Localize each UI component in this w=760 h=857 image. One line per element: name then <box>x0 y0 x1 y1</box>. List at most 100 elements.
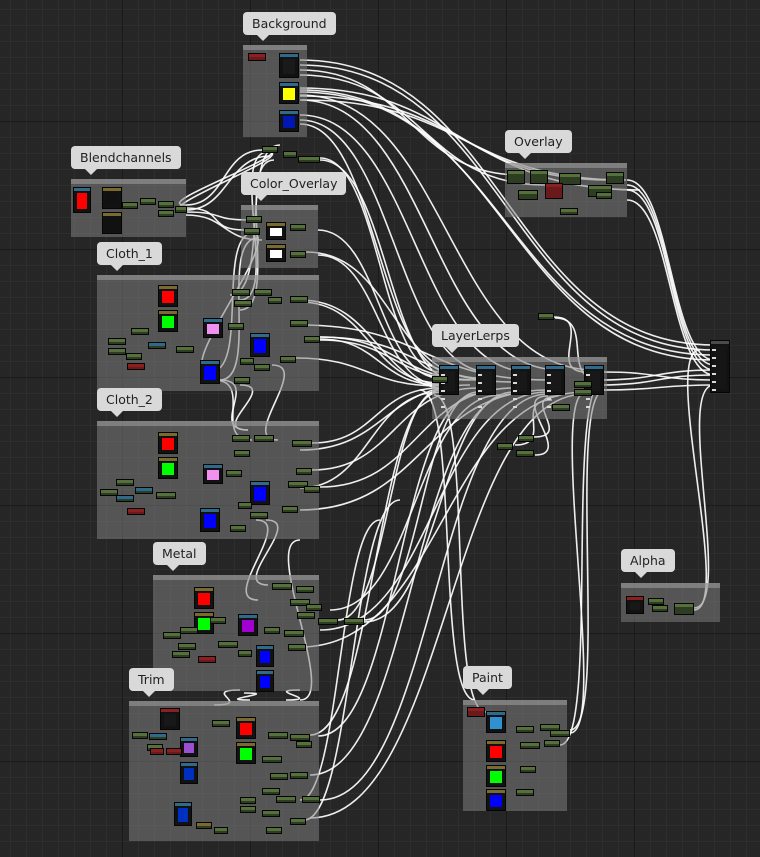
parameter-node[interactable] <box>248 53 266 61</box>
parameter-node[interactable] <box>626 596 644 614</box>
comment-label-metal[interactable]: Metal <box>153 542 206 571</box>
wire-connection[interactable] <box>185 207 246 231</box>
pin-icon[interactable] <box>712 373 716 375</box>
math-node[interactable] <box>290 734 310 741</box>
pin-icon[interactable] <box>478 390 482 392</box>
constant-color-node[interactable] <box>236 717 256 739</box>
math-node[interactable] <box>172 651 190 658</box>
math-node[interactable] <box>290 599 310 606</box>
math-node[interactable] <box>574 389 592 396</box>
math-node[interactable] <box>254 435 274 442</box>
constant-color-node[interactable] <box>158 432 178 454</box>
wire-connection[interactable] <box>603 384 715 391</box>
math-node[interactable] <box>135 487 153 494</box>
wire-connection[interactable] <box>311 387 441 444</box>
math-node[interactable] <box>214 827 228 834</box>
constant-color-node[interactable] <box>158 310 178 332</box>
math-node[interactable] <box>302 796 320 803</box>
math-node[interactable] <box>218 641 238 648</box>
math-node[interactable] <box>297 612 315 619</box>
constant-color-node[interactable] <box>256 670 274 692</box>
math-node[interactable] <box>268 297 282 304</box>
comment-label-color-overlay[interactable]: Color_Overlay <box>241 172 347 201</box>
math-node[interactable] <box>290 772 308 779</box>
comment-label-overlay[interactable]: Overlay <box>505 130 572 159</box>
math-node[interactable] <box>250 512 268 519</box>
math-node[interactable] <box>520 766 536 773</box>
constant-color-node[interactable] <box>194 587 214 609</box>
math-node[interactable] <box>127 363 145 370</box>
comment-label-trim[interactable]: Trim <box>129 668 174 697</box>
math-node[interactable] <box>284 630 304 637</box>
math-node[interactable] <box>140 198 156 205</box>
math-node[interactable] <box>290 251 306 258</box>
math-node[interactable] <box>264 627 280 634</box>
texture-sample-node[interactable] <box>256 645 274 667</box>
math-node[interactable] <box>290 224 306 231</box>
math-node[interactable] <box>262 146 278 153</box>
comment-label-cloth-2[interactable]: Cloth_2 <box>97 388 162 417</box>
math-node[interactable] <box>212 720 230 727</box>
math-node[interactable] <box>238 650 252 657</box>
pin-icon[interactable] <box>586 374 590 376</box>
pin-icon[interactable] <box>513 398 517 400</box>
math-node[interactable] <box>652 605 668 612</box>
constant-color-node[interactable] <box>486 740 506 762</box>
texture-sample-node[interactable] <box>102 187 122 209</box>
math-node[interactable] <box>149 733 167 740</box>
pin-icon[interactable] <box>441 390 445 392</box>
math-node[interactable] <box>116 495 134 502</box>
wire-connection[interactable] <box>185 211 251 221</box>
math-node[interactable] <box>552 404 570 411</box>
pin-icon[interactable] <box>441 406 445 408</box>
math-node[interactable] <box>262 810 280 817</box>
pin-icon[interactable] <box>478 406 482 408</box>
math-node[interactable] <box>344 618 364 625</box>
wire-connection[interactable] <box>299 89 715 361</box>
pin-icon[interactable] <box>712 357 716 359</box>
constant-color-node[interactable] <box>158 457 178 479</box>
math-node[interactable] <box>507 170 525 184</box>
texture-sample-node[interactable] <box>250 333 270 357</box>
math-node[interactable] <box>108 338 126 345</box>
texture-sample-node[interactable] <box>486 711 506 733</box>
math-node[interactable] <box>232 289 250 296</box>
math-node[interactable] <box>298 156 320 163</box>
pin-icon[interactable] <box>478 398 482 400</box>
math-node[interactable] <box>516 789 534 796</box>
wire-connection[interactable] <box>236 692 258 701</box>
math-node[interactable] <box>296 586 314 593</box>
constant-color-node[interactable] <box>279 82 299 104</box>
math-node[interactable] <box>518 190 538 200</box>
comment-label-alpha[interactable]: Alpha <box>621 549 675 578</box>
constant-color-node[interactable] <box>200 360 220 384</box>
math-node[interactable] <box>306 604 322 611</box>
math-node[interactable] <box>560 208 578 215</box>
texture-sample-node[interactable] <box>160 708 180 730</box>
pin-icon[interactable] <box>513 390 517 392</box>
math-node[interactable] <box>304 336 320 343</box>
wire-connection[interactable] <box>626 199 715 376</box>
constant-color-node[interactable] <box>266 222 286 240</box>
math-node[interactable] <box>497 443 513 450</box>
comment-label-blendchannels[interactable]: Blendchannels <box>71 146 181 175</box>
math-node[interactable] <box>516 726 534 733</box>
pin-icon[interactable] <box>513 382 517 384</box>
comment-label-paint[interactable]: Paint <box>463 666 512 695</box>
math-node[interactable] <box>166 748 182 755</box>
math-node[interactable] <box>530 170 548 184</box>
math-node[interactable] <box>226 470 242 477</box>
math-node[interactable] <box>126 353 142 360</box>
pin-icon[interactable] <box>547 374 551 376</box>
math-node[interactable] <box>238 502 252 509</box>
math-node[interactable] <box>292 440 312 447</box>
math-node[interactable] <box>272 583 292 590</box>
texture-sample-node[interactable] <box>279 110 299 132</box>
wire-connection[interactable] <box>626 189 715 371</box>
pin-icon[interactable] <box>547 406 551 408</box>
math-node[interactable] <box>158 210 174 217</box>
wire-connection[interactable] <box>299 123 456 375</box>
math-node[interactable] <box>283 151 297 158</box>
math-node[interactable] <box>116 479 134 486</box>
